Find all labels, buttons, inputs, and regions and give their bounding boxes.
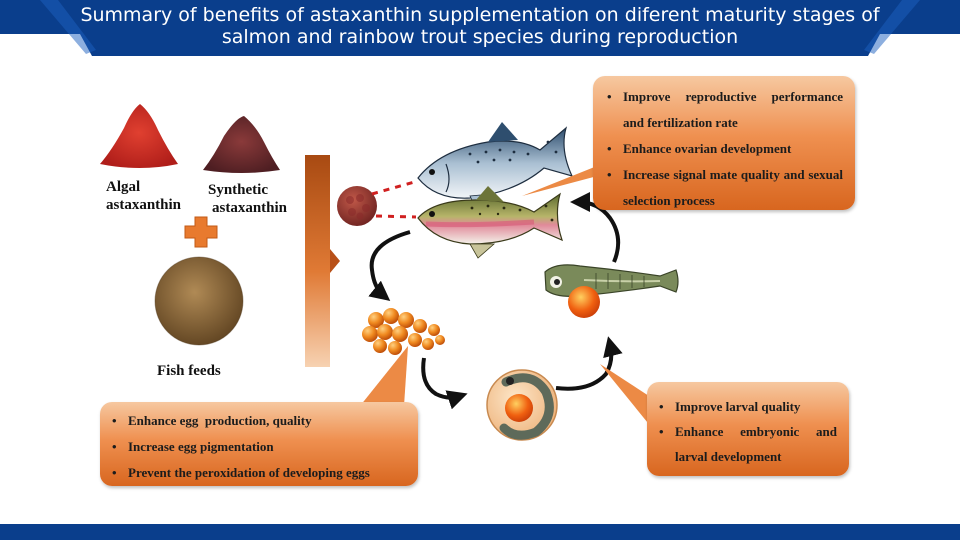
feed-link-trout [375,214,417,219]
title-banner [0,0,960,56]
benefit-item: Improve reproductive performance and fer… [607,84,843,136]
page-title: Summary of benefits of astaxanthin suppl… [80,4,880,48]
benefit-item: Enhance ovarian development [607,136,843,162]
plus-icon [184,216,218,248]
synthetic-astaxanthin-powder [203,116,280,173]
label-fish-feeds: Fish feeds [157,363,221,379]
callout-pointer-larvae [600,364,652,428]
benefit-item: Prevent the peroxidation of developing e… [112,460,408,486]
footer-bar [0,524,960,540]
algal-astaxanthin-powder [100,104,178,168]
fish-eggs-cluster [362,308,445,355]
benefit-item: Enhance embryonic and larval development [659,419,837,469]
callout-egg-benefits: Enhance egg production, quality Increase… [100,402,418,486]
fish-feed-pellets [155,257,243,345]
rainbow-trout-fish [417,186,563,259]
benefit-item: Increase egg pigmentation [112,434,408,460]
benefit-item: Enhance egg production, quality [112,408,408,434]
cycle-arrow-trout-to-eggs [368,230,411,302]
callout-larval-benefits: Improve larval quality Enhance embryonic… [647,382,849,476]
label-algal-astaxanthin: Algal astaxanthin [106,179,182,213]
feed-link-salmon [371,179,419,196]
benefit-item: Improve larval quality [659,394,837,419]
cycle-arrow-embryo-to-larva [555,336,623,391]
embryo-in-egg [486,369,558,441]
label-synthetic-astaxanthin: Synthetic astaxanthin [208,182,288,216]
benefit-item: Increase signal mate quality and sexual … [607,162,843,214]
callout-pointer-eggs [360,346,408,406]
fish-larva [544,264,679,318]
cycle-arrow-larva-to-trout [570,192,621,263]
callout-reproduction-benefits: Improve reproductive performance and fer… [593,76,855,210]
flow-arrow-bar [305,155,340,367]
astaxanthin-pellet [337,186,377,226]
cycle-arrow-eggs-to-embryo [421,357,468,410]
